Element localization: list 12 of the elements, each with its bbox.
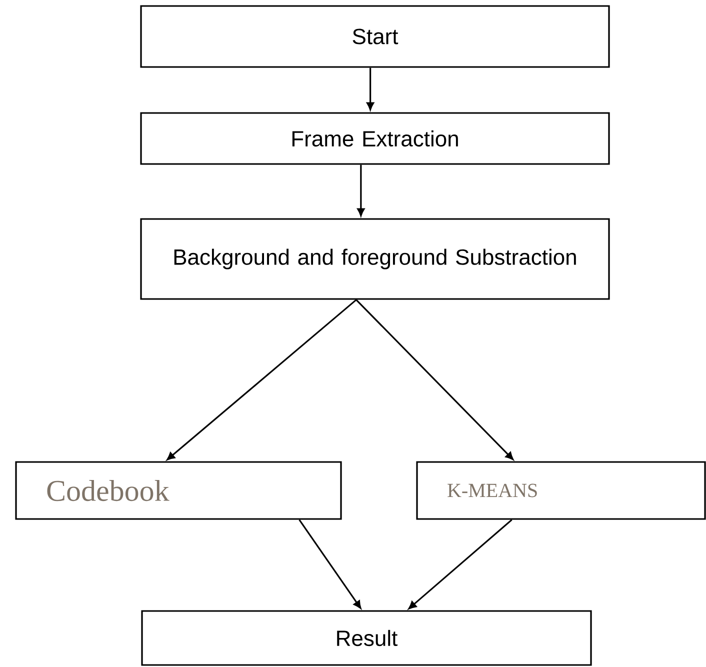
process-box: Result [141, 610, 592, 666]
arrow [298, 519, 362, 609]
arrow [166, 299, 357, 460]
process-box: K-MEANS [416, 461, 706, 520]
process-box: Background and foreground Substraction [140, 218, 610, 300]
arrow [408, 519, 512, 610]
arrow [357, 164, 365, 216]
process-box: Frame Extraction [140, 112, 610, 165]
process-box: Start [140, 5, 610, 68]
arrow [366, 68, 374, 110]
arrow [356, 299, 514, 460]
process-box: Codebook [15, 461, 342, 520]
